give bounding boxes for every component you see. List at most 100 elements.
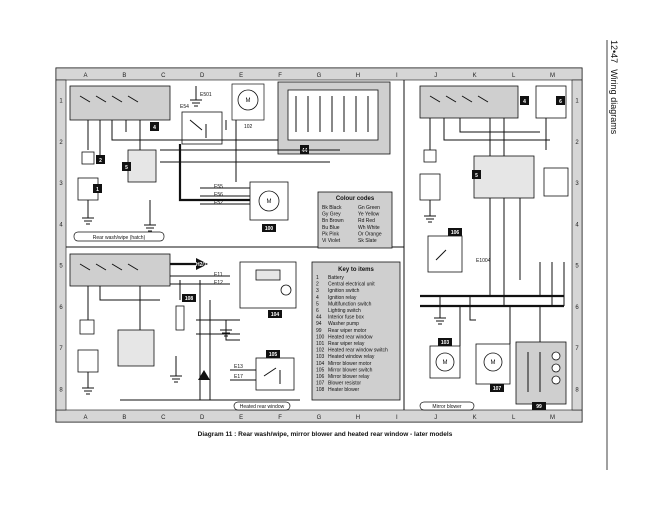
key-item-number: 4 (316, 295, 319, 301)
label-103: 103 (441, 340, 450, 346)
right-panel: 4 6 5 106 E1004 M 103 M 107 (419, 85, 569, 411)
key-item-label: Heated rear window (328, 334, 373, 340)
label-99: 99 (536, 404, 542, 410)
label-4-right: 4 (523, 99, 526, 105)
grid-row-6: 6 (575, 305, 579, 311)
key-item-label: Interior fuse box (328, 315, 364, 321)
bus-wire-top-left (178, 144, 250, 202)
key-item-number: 5 (316, 301, 319, 307)
ignition-switch-box (81, 151, 95, 165)
relay-contacts-bottom (79, 263, 139, 271)
tag-e11: E11 (214, 272, 223, 278)
ground-bottom-left (144, 200, 156, 232)
grid-row-8: 8 (59, 387, 63, 393)
key-item-label: Mirror blower relay (328, 374, 370, 380)
grid-row-3: 3 (575, 181, 579, 187)
battery-box-right (419, 173, 441, 201)
tag-e55: E55 (214, 184, 223, 190)
key-item-number: 104 (316, 361, 325, 367)
ground-bottom-center (170, 356, 182, 383)
ignition-switch-bottom (79, 319, 95, 335)
key-item-label: Battery (328, 275, 344, 281)
washer-pump (237, 89, 259, 111)
badge-5 (122, 162, 131, 171)
grid-col-L: L (512, 73, 516, 79)
grid-col-J: J (434, 415, 437, 421)
central-unit-box-bottom (69, 253, 171, 287)
grid-col-J: J (434, 73, 437, 79)
badge-105 (266, 350, 280, 358)
key-item-number: 103 (316, 354, 325, 360)
grid-row-8: 8 (575, 387, 579, 393)
grid-col-M: M (550, 73, 555, 79)
colour-code-Pk: Pk Pink (322, 231, 339, 237)
ground-symbol (82, 200, 94, 225)
label-107: 107 (493, 386, 502, 392)
key-item-number: 107 (316, 381, 325, 387)
key-item-label: Central electrical unit (328, 282, 375, 288)
central-unit-box-right (419, 85, 519, 119)
key-item-label: Rear wiper relay (328, 341, 365, 347)
badge-5-right (472, 170, 481, 179)
badge-4 (150, 122, 159, 131)
tag-e56: E56 (214, 192, 223, 198)
bottom-left-panel: H2/1 108 104 105 E11 E12 E13 E17 Heated … (69, 253, 300, 411)
label-4: 4 (153, 125, 156, 131)
key-item-label: Mirror blower switch (328, 367, 373, 373)
relay-contact-path (189, 119, 207, 138)
key-title: Key to items (338, 267, 374, 273)
label-6: 6 (559, 99, 562, 105)
rear-wiper-m-symbol: M (267, 199, 272, 205)
grid-col-A: A (83, 73, 87, 79)
key-item-number: 99 (316, 328, 322, 334)
colour-code-Wh: Wh White (358, 225, 380, 231)
badge-4-right (520, 96, 529, 105)
grid-col-D: D (200, 415, 205, 421)
key-item-number: 102 (316, 348, 325, 354)
arrow-label: H2/1 (196, 262, 207, 268)
label-5: 5 (125, 165, 128, 171)
chapter-title: Wiring diagrams (609, 69, 619, 135)
wires-main-top-left (160, 120, 340, 205)
key-item-label: Washer pump (328, 321, 359, 327)
ground-right-mid (434, 296, 446, 325)
ground-battery-bottom (82, 372, 94, 395)
mirror-blower-relay (427, 235, 463, 273)
resistor-lamp-1 (551, 351, 561, 361)
key-item-label: Mirror blower motor (328, 361, 372, 367)
label-2: 2 (99, 158, 102, 164)
colour-code-Bk: Bk Black (322, 205, 342, 211)
grid-col-L: L (512, 415, 516, 421)
colour-code-Rd: Rd Red (358, 218, 375, 224)
key-item-number: 101 (316, 341, 325, 347)
grid-col-F: F (278, 73, 282, 79)
badge-1 (93, 184, 102, 193)
ground-battery-right (424, 200, 436, 223)
top-grid-band (55, 67, 583, 81)
m-symbol-107: M (491, 360, 496, 366)
fuse-108 (175, 305, 185, 331)
label-104: 104 (271, 312, 280, 318)
badge-99 (532, 402, 546, 410)
key-item-label: Ignition relay (328, 295, 357, 301)
label-105: 105 (269, 352, 278, 358)
panel-label-bottom-left: Heated rear window (240, 404, 285, 410)
key-item-number: 100 (316, 334, 325, 340)
tag-e1004: E1004 (476, 258, 491, 264)
tag-e52: E52 (214, 200, 223, 206)
colour-code-Bu: Bu Blue (322, 225, 340, 231)
key-item-label: Heated window relay (328, 354, 375, 360)
ignition-switch-right (423, 149, 437, 163)
colour-code-Gy: Gy Grey (322, 212, 341, 218)
colour-code-Bn: Bn Brown (322, 218, 344, 224)
motor-m-symbol: M (246, 98, 251, 104)
top-left-panel: 4 1 2 5 44 M E501 M (69, 81, 391, 242)
mirror-blower-switch-box (255, 357, 295, 391)
mirror-relay-contact (435, 249, 447, 261)
grid-col-G: G (317, 415, 322, 421)
label-5-right: 5 (475, 173, 478, 179)
colour-code-Vi: Vi Violet (322, 238, 341, 244)
